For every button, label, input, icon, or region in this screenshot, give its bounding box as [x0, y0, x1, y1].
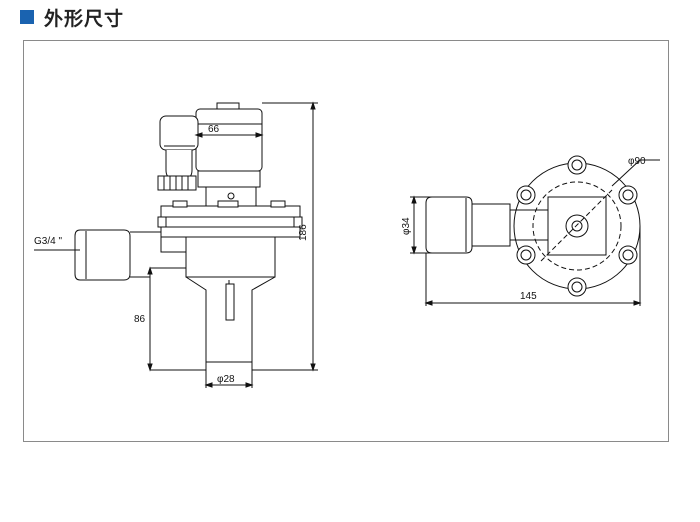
section-header: 外形尺寸: [20, 6, 125, 30]
dim-label-phi28: φ28: [217, 374, 235, 385]
inlet-thread-label: G3/4 ": [34, 236, 62, 247]
dim-label-86: 86: [134, 314, 146, 325]
section-title: 外形尺寸: [44, 7, 125, 30]
header-square-icon: [20, 10, 34, 24]
front-view: [34, 101, 318, 388]
dim-label-186: 186: [298, 224, 309, 241]
drawing-frame: [23, 40, 669, 442]
dim-label-66: 66: [208, 124, 220, 135]
dim-label-phi34: φ34: [401, 217, 412, 235]
dim-label-phi90: φ90: [628, 156, 646, 167]
side-view: [410, 155, 660, 306]
dim-label-145: 145: [520, 291, 537, 302]
